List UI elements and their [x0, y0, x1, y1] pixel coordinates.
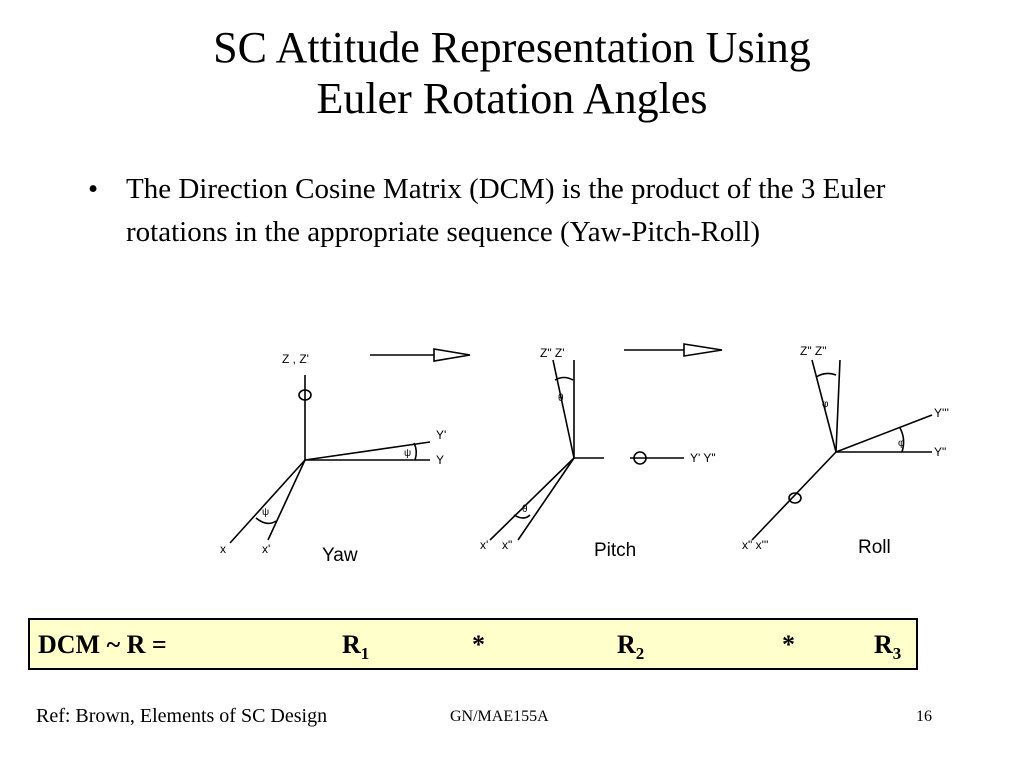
pitch-caption: Pitch [594, 540, 636, 561]
arrow-1-head [433, 348, 471, 362]
yaw-label-z: Z , Z' [282, 352, 309, 366]
dcm-equation-box: DCM ~ R = R1 * R2 * R3 [28, 618, 918, 670]
roll-y-triple-prime-axis [835, 414, 933, 453]
dcm-r2: R2 [617, 630, 644, 664]
pitch-label-angle: θ [558, 393, 564, 404]
dcm-r2-symbol: R [617, 630, 636, 659]
slide-title: SC Attitude Representation Using Euler R… [0, 22, 1024, 124]
yaw-label-x2: x' [262, 542, 270, 556]
title-line-2: Euler Rotation Angles [316, 74, 708, 123]
yaw-label-angle-2: ψ [262, 507, 269, 518]
dcm-r1-subscript: 1 [360, 644, 370, 664]
roll-label-x: x" x''' [742, 538, 768, 552]
euler-rotation-figure: Z , Z' Y' Y x x' ψ ψ Yaw Z" Z' Y' Y" x' … [212, 335, 982, 570]
yaw-angle-arc-2 [255, 517, 277, 525]
bullet-text: The Direction Cosine Matrix (DCM) is the… [126, 173, 886, 248]
euler-rotation-diagram: Z , Z' Y' Y x x' ψ ψ Yaw Z" Z' Y' Y" x' … [220, 343, 949, 566]
roll-label-angle: φ [898, 438, 905, 449]
roll-rotation-symbol [788, 492, 802, 504]
roll-z-axis [811, 359, 837, 453]
roll-label-angle-2: φ [822, 399, 829, 410]
roll-label-y2: Y" [934, 445, 946, 459]
pitch-label-y: Y' Y" [690, 451, 716, 465]
arrow-2-head [683, 343, 723, 357]
roll-x-axis [751, 451, 837, 541]
dcm-r3-subscript: 3 [892, 644, 902, 664]
dcm-op2: * [782, 630, 795, 659]
dcm-lhs: DCM ~ R = [38, 630, 167, 659]
pitch-rotation-symbol [633, 451, 647, 465]
dcm-op1: * [472, 630, 485, 659]
dcm-r1: R1 [342, 630, 369, 664]
title-line-1: SC Attitude Representation Using [213, 23, 811, 72]
pitch-angle-arc [554, 376, 574, 381]
yaw-rotation-symbol [298, 389, 312, 401]
roll-z-prime-axis [835, 359, 841, 453]
footer-reference: Ref: Brown, Elements of SC Design [36, 705, 328, 727]
roll-angle-arc [899, 427, 905, 453]
yaw-label-angle: ψ [404, 448, 411, 459]
pitch-label-x1: x' [480, 538, 488, 552]
roll-angle-arc-2 [815, 372, 837, 378]
yaw-label-x1: x [220, 542, 226, 556]
yaw-y-prime-axis [304, 441, 431, 461]
yaw-label-y2: Y [436, 453, 444, 467]
yaw-x-axis [229, 459, 306, 544]
pitch-z-axis [552, 359, 575, 459]
dcm-r2-subscript: 2 [635, 644, 645, 664]
dcm-r3-symbol: R [874, 630, 893, 659]
pitch-label-x2: x" [502, 538, 512, 552]
footer-course: GN/MAE155A [450, 708, 549, 725]
yaw-caption: Yaw [322, 545, 358, 566]
pitch-label-angle-2: θ [522, 504, 528, 515]
pitch-angle-arc-2 [513, 514, 531, 519]
roll-label-z: Z" Z" [800, 344, 827, 358]
pitch-label-z: Z" Z' [540, 346, 565, 360]
dcm-r1-symbol: R [342, 630, 361, 659]
pitch-x-prime-axis [489, 457, 575, 541]
roll-label-y1: Y''' [934, 406, 949, 420]
yaw-label-y1: Y' [436, 428, 446, 442]
dcm-r3: R3 [874, 630, 901, 664]
pitch-x-dprime-axis [517, 457, 575, 541]
footer-page-number: 16 [916, 708, 932, 725]
yaw-angle-arc [413, 442, 418, 461]
yaw-x-prime-axis [267, 459, 306, 541]
roll-caption: Roll [858, 537, 891, 558]
bullet-marker: • [88, 173, 99, 205]
